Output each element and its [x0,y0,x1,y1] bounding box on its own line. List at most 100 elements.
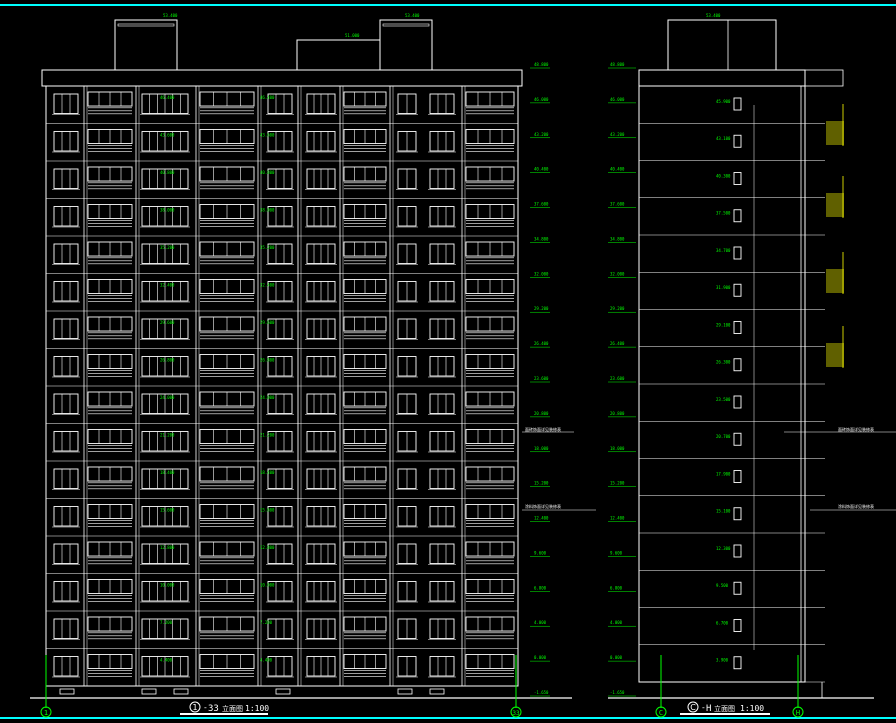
window [267,243,293,264]
side-window [733,358,742,372]
side-elevation-text: 18.000 [610,446,625,451]
floor-level-text: 10.000 [160,583,175,588]
side-title-mid: H [706,704,711,714]
stair-tower-1 [114,19,178,71]
side-level-text: 15.100 [716,509,731,514]
elevation-text: 12.400 [534,516,549,521]
window [429,281,455,302]
side-elevation-text: -1.650 [610,690,625,695]
window [267,506,293,527]
svg-text:-: - [701,703,706,712]
floor-level-text: 26.800 [160,358,175,363]
floor-level-text: 7.200 [260,620,273,625]
side-balcony-roof [804,69,844,87]
side-elevation-text: 32.000 [610,271,625,276]
side-level-text: 34.700 [716,248,731,253]
floor-level-text: 38.000 [260,208,275,213]
side-level-text: 12.300 [716,546,731,551]
floor-level-text: 43.600 [160,133,175,138]
floor-level-text: 24.000 [260,395,275,400]
floor-level-text: 46.400 [160,95,175,100]
floor-level-text: 15.600 [260,508,275,513]
side-level-text: 3.900 [716,658,729,663]
side-elevation-text: 15.200 [610,481,625,486]
elevation-text: 34.800 [534,236,549,241]
axis-label-left-front: 1 [44,709,48,717]
window [53,243,79,264]
window [53,168,79,189]
side-level-text: 9.500 [716,583,729,588]
axis-bubble-1 [189,701,201,713]
side-roof-label: 53.400 [706,13,721,18]
side-level-text: 37.500 [716,211,731,216]
window [267,281,293,302]
elevation-text: 0.000 [534,655,547,660]
floor-level-text: 18.400 [260,470,275,475]
window [267,431,293,452]
side-window [733,581,742,595]
floor-level-text: 29.600 [260,320,275,325]
front-level-annotations: 48.80046.00043.20040.40037.60034.80032.0… [522,62,596,697]
balcony-hatch [826,269,844,293]
side-window [733,246,742,260]
elevation-text: 29.200 [534,306,549,311]
side-window [733,283,742,297]
window [429,168,455,189]
elevation-text: 9.600 [534,550,547,555]
floor-level-text: 4.400 [260,658,273,663]
side-level-text: 20.700 [716,434,731,439]
elevation-text: 6.800 [534,585,547,590]
window [429,393,455,414]
window [429,131,455,152]
elevation-text: 32.000 [534,271,549,276]
side-elevation-text: 43.200 [610,132,625,137]
side-level-text: 6.700 [716,620,729,625]
note-1: 面砖饰面详见装修表 [525,426,561,432]
side-level-text: 17.900 [716,471,731,476]
side-window [733,432,742,446]
floor-level-text: 46.400 [260,95,275,100]
floor-level-text: 35.200 [160,245,175,250]
window [53,468,79,489]
side-level-text: 40.300 [716,173,731,178]
window [53,93,79,114]
window [53,543,79,564]
vent-grille [397,688,413,695]
elevation-text: 15.200 [534,481,549,486]
axis-label-left-side: C [659,709,663,717]
side-elevation-text: 37.600 [610,202,625,207]
vent-grille [59,688,75,695]
elevation-text: 26.400 [534,341,549,346]
side-elevation: 45.90043.10040.30037.50034.70031.90029.1… [608,19,874,708]
front-title-scale: 1:100 [245,704,269,713]
side-elevation-text: 40.400 [610,167,625,172]
axis-label-right-side: H [796,709,800,717]
side-note-1: 面砖饰面详见装修表 [838,426,874,432]
side-elevation-text: 23.600 [610,376,625,381]
floor-level-text: 10.000 [260,583,275,588]
front-title-prefix: 1 [192,703,197,712]
side-window [733,321,742,334]
vent-grille [275,688,291,695]
floor-level-text: 43.600 [260,133,275,138]
axis-label-right-front: 33 [512,710,520,717]
window [429,506,455,527]
window [267,93,293,114]
note-2: 涂料饰面详见装修表 [525,503,561,509]
window [429,243,455,264]
roof-label-2: 53.400 [405,13,420,18]
elevation-text: 20.800 [534,411,549,416]
floor-level-text: 32.400 [160,283,175,288]
window [429,581,455,602]
elevation-text: 46.000 [534,97,549,102]
vent-grille [429,688,445,695]
side-elevation-text: 48.800 [610,62,625,67]
floor-level-text: 24.000 [160,395,175,400]
window [53,281,79,302]
floor-level-text: 21.200 [160,433,175,438]
side-elevation-text: 6.800 [610,585,623,590]
window [53,206,79,227]
